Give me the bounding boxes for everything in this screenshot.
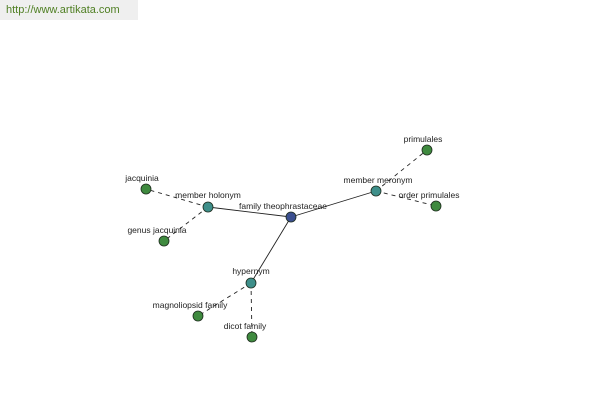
node-holonym[interactable] — [202, 201, 214, 213]
node-dicot-family[interactable] — [246, 331, 258, 343]
node-label-center[interactable]: family theophrastaceae — [239, 201, 327, 211]
node-label-order-primulales[interactable]: order primulales — [399, 190, 460, 200]
edge-holonym-jacquinia — [145, 188, 209, 208]
node-genus-jacquinia[interactable] — [158, 235, 170, 247]
edge-meronym-order-primulales — [375, 190, 437, 207]
node-primulales[interactable] — [421, 144, 433, 156]
node-magnoliopsid-family[interactable] — [192, 310, 204, 322]
node-jacquinia[interactable] — [140, 183, 152, 195]
node-label-jacquinia[interactable]: jacquinia — [124, 173, 159, 183]
node-label-magnoliopsid-family[interactable]: magnoliopsid family — [153, 300, 228, 310]
edge-center-holonym — [207, 206, 292, 218]
node-label-holonym[interactable]: member holonym — [175, 190, 241, 200]
node-label-primulales[interactable]: primulales — [404, 134, 443, 144]
edge-center-hypernym — [250, 216, 292, 284]
edge-hypernym-dicot-family — [250, 282, 253, 338]
edge-hypernym-magnoliopsid-family — [197, 282, 252, 317]
node-order-primulales[interactable] — [430, 200, 442, 212]
edge-meronym-primulales — [375, 149, 428, 192]
node-label-meronym[interactable]: member meronym — [344, 175, 413, 185]
node-label-genus-jacquinia[interactable]: genus jacquinia — [127, 225, 186, 235]
graph-nodes — [140, 144, 442, 343]
node-meronym[interactable] — [370, 185, 382, 197]
node-hypernym[interactable] — [245, 277, 257, 289]
edge-holonym-genus-jacquinia — [163, 206, 209, 242]
edge-center-meronym — [290, 190, 377, 218]
node-center[interactable] — [285, 211, 297, 223]
site-url[interactable]: http://www.artikata.com — [0, 0, 138, 20]
node-label-hypernym[interactable]: hypernym — [232, 266, 269, 276]
node-label-dicot-family[interactable]: dicot family — [224, 321, 267, 331]
graph-edges — [145, 149, 437, 338]
